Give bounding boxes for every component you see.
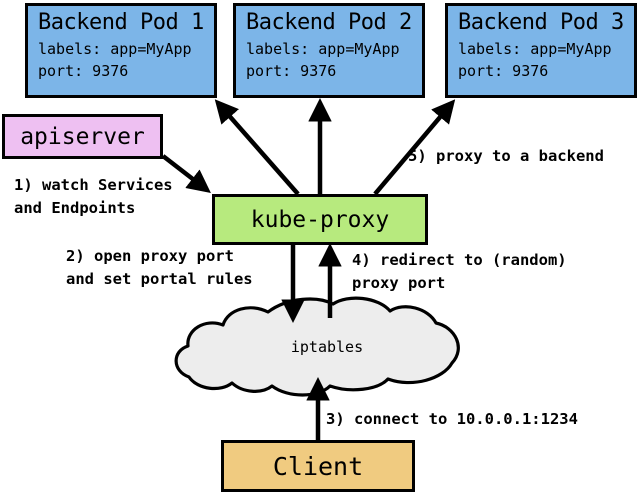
- step-1-label: 1) watch Services and Endpoints: [14, 176, 173, 217]
- edge-kubeproxy-to-pod1: [214, 99, 300, 196]
- pod2-port: port: 9376: [246, 62, 337, 80]
- node-client[interactable]: Client: [221, 440, 415, 492]
- pod2-title: Backend Pod 2: [246, 10, 412, 35]
- node-kube-proxy[interactable]: kube-proxy: [212, 194, 428, 245]
- node-backend-pod-3[interactable]: Backend Pod 3 labels: app=MyApp port: 93…: [445, 3, 637, 98]
- node-backend-pod-2[interactable]: Backend Pod 2 labels: app=MyApp port: 93…: [233, 3, 425, 98]
- step-3-label: 3) connect to 10.0.0.1:1234: [326, 410, 578, 428]
- node-iptables[interactable]: iptables: [188, 296, 466, 396]
- apiserver-label: apiserver: [20, 123, 145, 150]
- step-4-label: 4) redirect to (random) proxy port: [352, 251, 567, 292]
- pod1-port: port: 9376: [38, 62, 129, 80]
- pod3-labels: labels: app=MyApp: [458, 40, 612, 58]
- iptables-label: iptables: [290, 338, 364, 356]
- pod2-labels: labels: app=MyApp: [246, 40, 400, 58]
- node-backend-pod-1[interactable]: Backend Pod 1 labels: app=MyApp port: 93…: [25, 3, 217, 98]
- pod3-port: port: 9376: [458, 62, 549, 80]
- pod1-title: Backend Pod 1: [38, 10, 204, 35]
- kube-proxy-label: kube-proxy: [250, 206, 390, 233]
- pod3-title: Backend Pod 3: [458, 10, 624, 35]
- step-2-label: 2) open proxy port and set portal rules: [66, 247, 253, 288]
- step-5-label: 5) proxy to a backend: [408, 147, 604, 165]
- client-label: Client: [272, 451, 364, 481]
- pod1-labels: labels: app=MyApp: [38, 40, 192, 58]
- node-apiserver[interactable]: apiserver: [2, 114, 163, 159]
